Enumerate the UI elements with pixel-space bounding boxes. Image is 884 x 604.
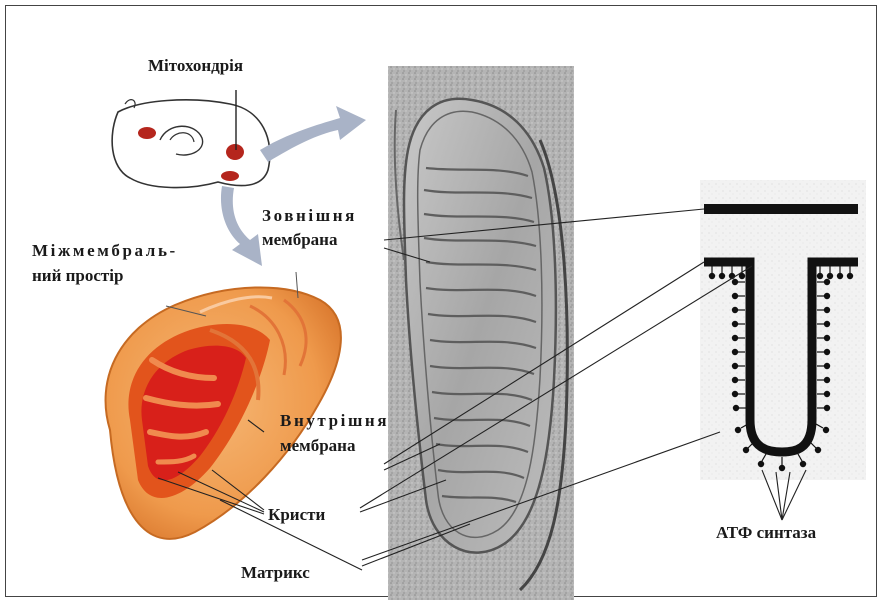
- label-cristae: Кристи: [268, 505, 325, 525]
- label-inner-membrane-line2: мембрана: [280, 436, 355, 456]
- label-outer-membrane-line1: Зовнішня: [262, 206, 357, 226]
- cell-sketch: [112, 90, 270, 188]
- cell-mitochondrion-2: [226, 144, 244, 160]
- label-intermembrane-line1: Міжмембраль-: [32, 241, 178, 261]
- membrane-schematic: [700, 180, 866, 480]
- electron-micrograph: [388, 66, 574, 600]
- label-outer-membrane-line2: мембрана: [262, 230, 337, 250]
- label-intermembrane-line2: ний простір: [32, 266, 123, 286]
- label-atp-synthase: АТФ синтаза: [716, 523, 816, 543]
- label-inner-membrane-line1: Внутрішня: [280, 411, 389, 431]
- label-mitochondrion: Мітохондрія: [148, 56, 243, 76]
- zoom-arrow-right: [260, 106, 366, 162]
- zoom-arrow-down: [221, 186, 262, 266]
- outer-membrane-bar: [704, 204, 858, 214]
- cell-mitochondrion-3: [221, 171, 239, 181]
- label-matrix: Матрикс: [241, 563, 310, 583]
- mitochondrion-illustration: [106, 272, 341, 539]
- cell-mitochondrion-1: [138, 127, 156, 139]
